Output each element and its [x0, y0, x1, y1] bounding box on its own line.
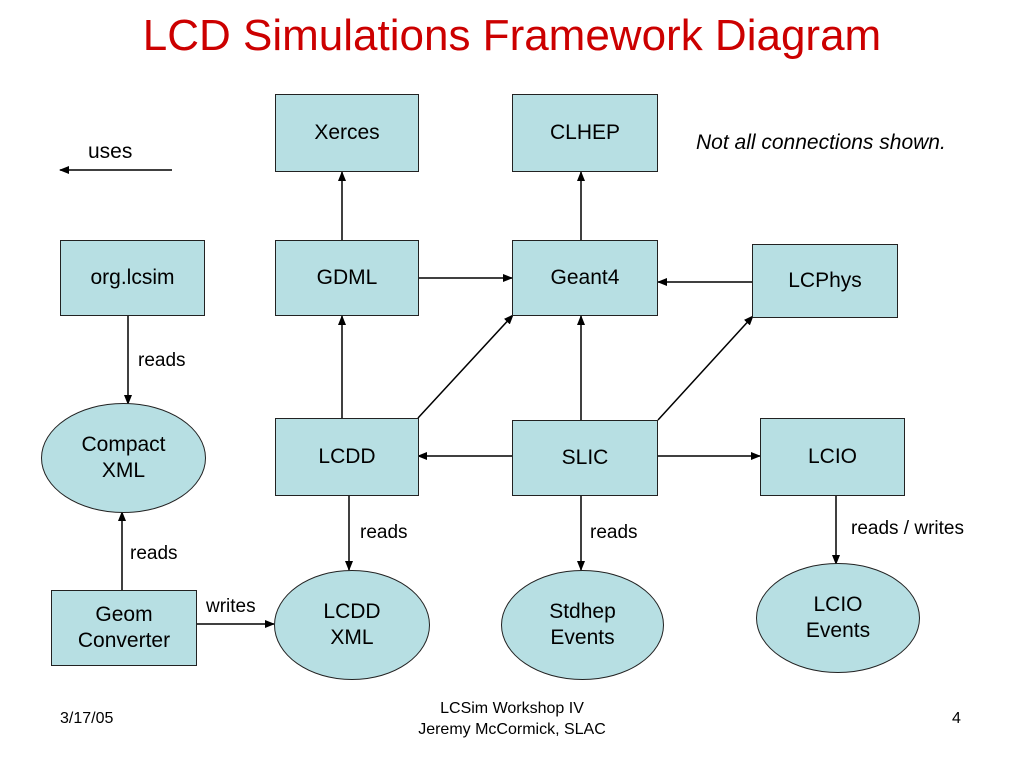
- node-geom-converter-line2: Converter: [77, 629, 171, 652]
- node-geom-converter-line1: Geom: [95, 602, 153, 626]
- node-lcdd-xml-line1: LCDD: [323, 599, 381, 623]
- footer-center-line2: Jeremy McCormick, SLAC: [418, 720, 606, 738]
- node-lcdd-label: LCDD: [318, 444, 376, 468]
- edge-label-geom-reads: reads: [130, 543, 178, 564]
- footer-page-number: 4: [952, 710, 961, 727]
- node-stdhep-events-line2: Events: [550, 626, 615, 649]
- node-org-lcsim-label: org.lcsim: [90, 265, 175, 289]
- edge-lcdd-geant4: [417, 314, 514, 419]
- node-geant4: Geant4: [512, 240, 658, 316]
- node-slic: SLIC: [512, 420, 658, 496]
- node-lcio-events: LCIO Events: [756, 563, 920, 673]
- edge-label-geom-writes: writes: [206, 596, 256, 617]
- node-xerces: Xerces: [275, 94, 419, 172]
- edge-label-lcdd-reads: reads: [360, 522, 408, 543]
- node-lcdd: LCDD: [275, 418, 419, 496]
- slide-title: LCD Simulations Framework Diagram: [142, 11, 882, 60]
- node-lcio-label: LCIO: [807, 444, 857, 468]
- edge-label-orglcsim-reads: reads: [138, 350, 186, 371]
- footer-center-line1: LCSim Workshop IV: [440, 700, 584, 717]
- node-clhep-label: CLHEP: [549, 120, 621, 144]
- node-org-lcsim: org.lcsim: [60, 240, 205, 316]
- node-lcphys: LCPhys: [752, 244, 898, 318]
- node-clhep: CLHEP: [512, 94, 658, 172]
- node-lcdd-xml-line2: XML: [330, 626, 374, 649]
- edge-label-lcio-readswrites: reads / writes: [851, 518, 964, 539]
- edge-label-slic-reads: reads: [590, 522, 638, 543]
- node-lcio: LCIO: [760, 418, 905, 496]
- node-geant4-label: Geant4: [550, 265, 620, 289]
- node-lcdd-xml: LCDD XML: [274, 570, 430, 680]
- note-text: Not all connections shown.: [696, 131, 946, 154]
- node-lcio-events-line1: LCIO: [813, 592, 863, 616]
- node-lcphys-label: LCPhys: [788, 268, 862, 292]
- node-compact-xml-line2: XML: [101, 459, 146, 482]
- edge-slic-lcphys: [657, 315, 754, 421]
- footer-date: 3/17/05: [60, 710, 114, 727]
- node-compact-xml-line1: Compact: [81, 432, 166, 456]
- node-slic-label: SLIC: [561, 445, 609, 469]
- node-gdml: GDML: [275, 240, 419, 316]
- footer-center: LCSim Workshop IV Jeremy McCormick, SLAC: [362, 699, 662, 741]
- node-lcio-events-line2: Events: [805, 619, 871, 642]
- node-gdml-label: GDML: [316, 265, 378, 289]
- legend-uses-label: uses: [88, 140, 133, 163]
- node-xerces-label: Xerces: [314, 120, 380, 144]
- node-stdhep-events-line1: Stdhep: [549, 599, 616, 623]
